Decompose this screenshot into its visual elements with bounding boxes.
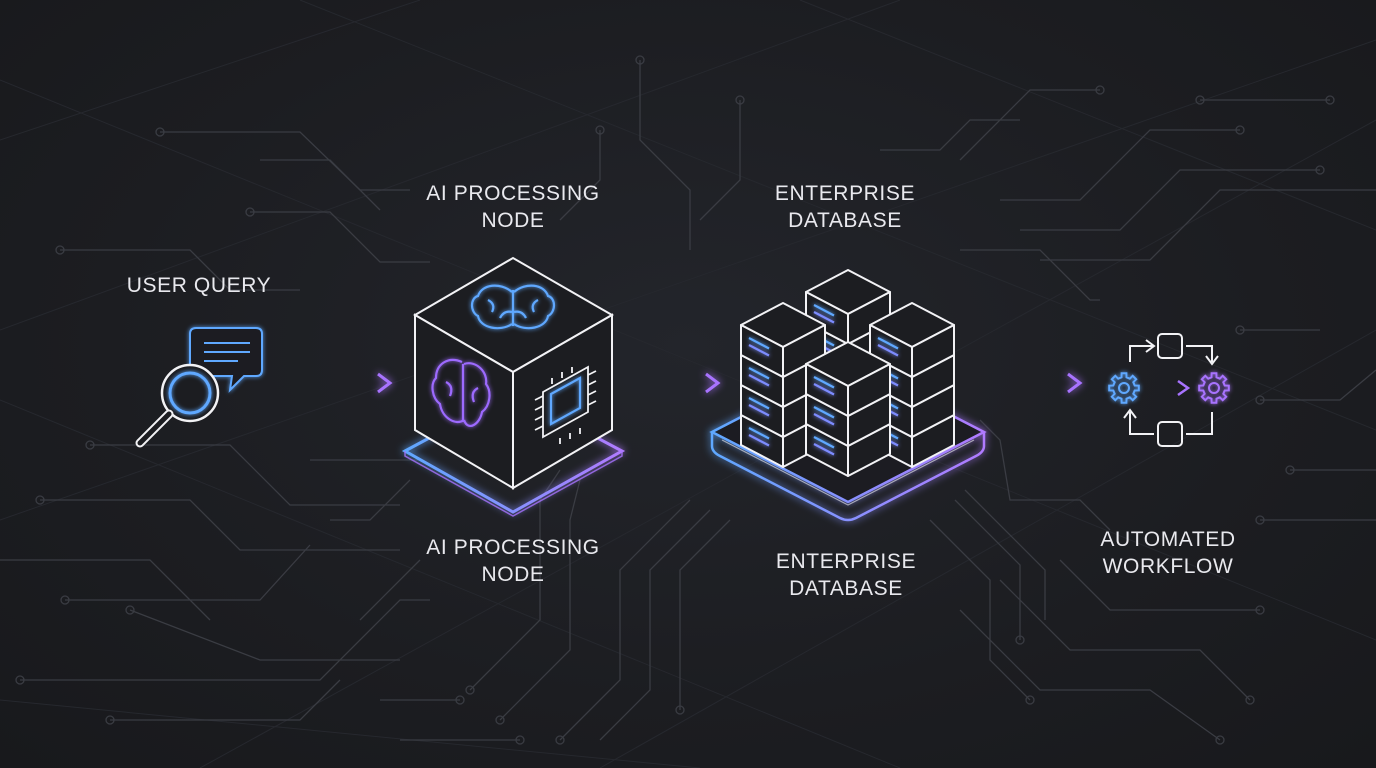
ai-processing-cube-icon [401, 256, 626, 517]
ai-node-label-bottom: AI PROCESSING NODE [426, 536, 600, 586]
circuit-traces [0, 60, 1376, 741]
gear-icon [1108, 372, 1140, 404]
gear-icon [1198, 372, 1230, 404]
arrow-db-to-workflow [978, 372, 1083, 394]
brain-side-icon [431, 358, 491, 427]
workflow-cycle-icon [1108, 333, 1230, 447]
server-units [740, 269, 955, 477]
database-label-bottom: ENTERPRISE DATABASE [775, 550, 917, 600]
server-unit [805, 341, 891, 417]
arrow-ai-to-db [632, 372, 721, 394]
ai-node-label-top: AI PROCESSING NODE [426, 182, 600, 232]
user-query-label: USER QUERY [126, 274, 272, 297]
chip-icon [534, 365, 597, 444]
server-unit [740, 302, 826, 378]
magnifier-chat-icon [135, 327, 263, 448]
arrow-query-to-ai [290, 372, 393, 394]
brain-icon [470, 284, 556, 330]
workflow-label: AUTOMATED WORKFLOW [1100, 528, 1236, 578]
server-unit [869, 302, 955, 378]
database-label-top: ENTERPRISE DATABASE [774, 182, 916, 232]
